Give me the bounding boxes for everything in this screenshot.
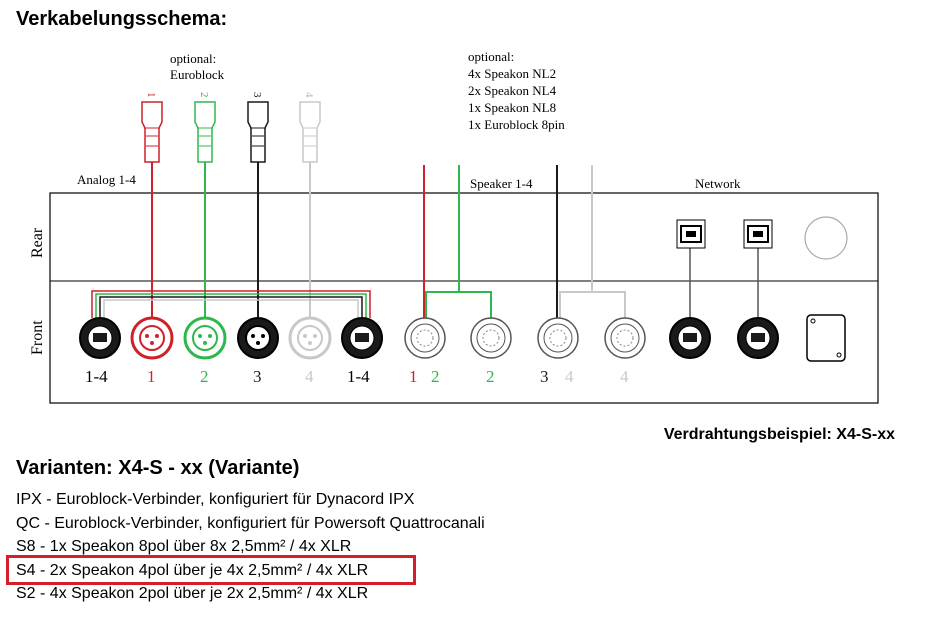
- bundle-wire-black: [99, 296, 363, 318]
- variant-item-s8: S8 - 1x Speakon 8pol über 8x 2,5mm² / 4x…: [16, 538, 352, 555]
- front-ethercon-1-4-right: [341, 317, 383, 359]
- front-xlr-4: [288, 316, 332, 360]
- variant-s4-highlight-box: [6, 555, 416, 585]
- rear-row-label: Rear: [29, 227, 46, 258]
- speaker-wire-gray: [559, 165, 626, 318]
- speakon-note-line2: 4x Speakon NL2: [468, 66, 556, 81]
- front-label-speaker-3: 3: [540, 367, 549, 386]
- front-label-speaker-4a: 4: [565, 367, 574, 386]
- front-ethercon-network-2: [737, 317, 779, 359]
- front-xlr-2: [183, 316, 227, 360]
- front-ethercon-1-4-left: [79, 317, 121, 359]
- wiring-example-label: Verdrahtungsbeispiel: X4-S-xx: [663, 426, 895, 443]
- bundle-wire-green: [95, 293, 367, 318]
- variant-item-s2: S2 - 4x Speakon 2pol über je 2x 2,5mm² /…: [16, 585, 369, 602]
- euroblock-note-line2: Euroblock: [170, 67, 225, 82]
- variant-item-ipx: IPX - Euroblock-Verbinder, konfiguriert …: [16, 491, 415, 508]
- front-label-1-4-left: 1-4: [85, 367, 108, 386]
- speakon-note-line5: 1x Euroblock 8pin: [468, 117, 565, 132]
- front-speakon-2: [470, 317, 512, 359]
- bundle-wire-gray: [103, 299, 359, 318]
- front-label-2: 2: [200, 367, 209, 386]
- front-label-speaker-2b: 2: [486, 367, 495, 386]
- xlr-plug-1: 1: [141, 92, 163, 163]
- speaker-section-label: Speaker 1-4: [470, 176, 533, 191]
- front-speakon-1: [404, 317, 446, 359]
- xlr-number-1: 1: [145, 92, 157, 98]
- rear-rj45-port-1: [676, 219, 706, 249]
- xlr-plug-3: 3: [247, 92, 269, 163]
- variants-title: Varianten: X4-S - xx (Variante): [16, 457, 300, 479]
- rear-rj45-port-2: [743, 219, 773, 249]
- front-label-3: 3: [253, 367, 262, 386]
- wiring-diagram: optional: Euroblock optional: 4x Speakon…: [29, 49, 879, 404]
- front-label-speaker-2a: 2: [431, 367, 440, 386]
- xlr-number-3: 3: [251, 92, 263, 98]
- front-label-speaker-4b: 4: [620, 367, 629, 386]
- xlr-plug-2: 2: [194, 92, 216, 163]
- page-title: Verkabelungsschema:: [16, 8, 228, 30]
- variant-item-s4: S4 - 2x Speakon 4pol über je 4x 2,5mm² /…: [16, 561, 369, 579]
- xlr-number-4: 4: [303, 92, 315, 98]
- front-label-speaker-1: 1: [409, 367, 418, 386]
- front-speakon-3: [537, 317, 579, 359]
- speakon-note-line1: optional:: [468, 49, 514, 64]
- variant-item-qc: QC - Euroblock-Verbinder, konfiguriert f…: [16, 514, 485, 532]
- speakon-note-line4: 1x Speakon NL8: [468, 100, 556, 115]
- xlr-plug-4: 4: [299, 92, 321, 163]
- variants-list: IPX - Euroblock-Verbinder, konfiguriert …: [16, 488, 485, 606]
- front-row-label: Front: [29, 320, 46, 355]
- front-label-1-4-right: 1-4: [347, 367, 370, 386]
- front-label-1: 1: [147, 367, 156, 386]
- front-ethercon-network-1: [669, 317, 711, 359]
- euroblock-note-line1: optional:: [170, 51, 216, 66]
- bundle-wire-red: [91, 290, 371, 318]
- device-panel: [49, 192, 879, 404]
- speakon-note-line3: 2x Speakon NL4: [468, 83, 557, 98]
- front-speakon-4: [604, 317, 646, 359]
- rear-blank-plate: [804, 216, 848, 260]
- front-blank-plate: [806, 314, 846, 362]
- front-label-4: 4: [305, 367, 314, 386]
- xlr-number-2: 2: [198, 92, 210, 98]
- speaker-wire-green: [425, 165, 492, 318]
- front-xlr-1: [130, 316, 174, 360]
- analog-section-label: Analog 1-4: [77, 172, 136, 187]
- network-section-label: Network: [695, 176, 741, 191]
- front-xlr-3: [237, 317, 279, 359]
